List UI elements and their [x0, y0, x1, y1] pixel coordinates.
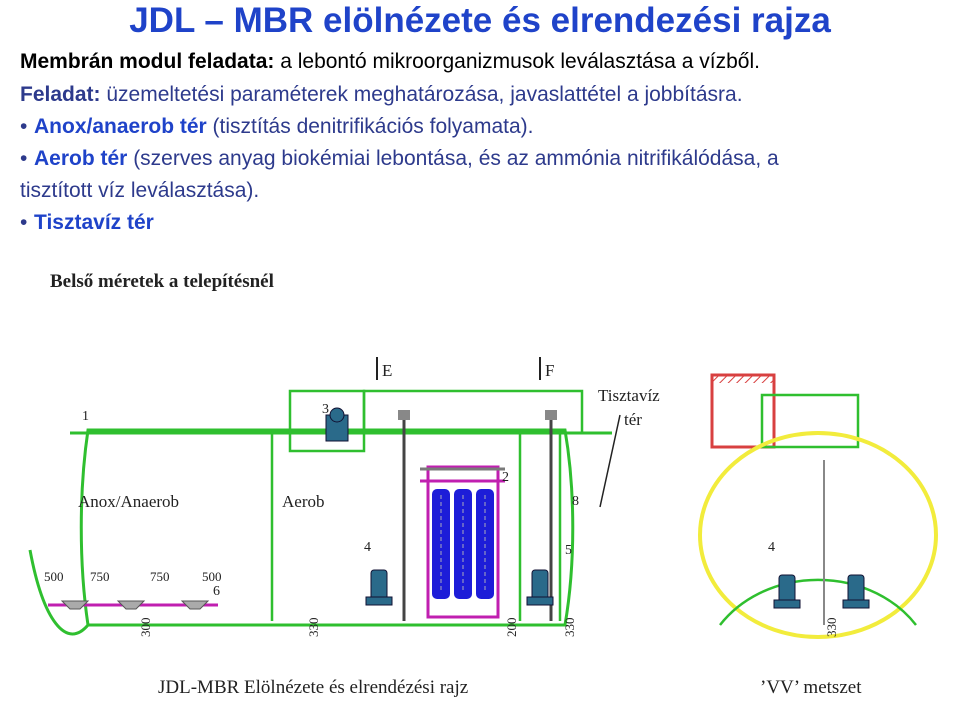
dim-750-first: 750: [90, 569, 110, 584]
section-tower: [710, 373, 776, 449]
num-4-left: 4: [364, 540, 371, 555]
pump-5: [526, 569, 554, 606]
marker-f: F: [545, 361, 554, 380]
section-tower-hatch: [712, 375, 774, 383]
dim-750-second: 750: [150, 569, 170, 584]
membrane-frame: [426, 465, 500, 619]
pump-3: [325, 407, 349, 442]
num-3: 3: [322, 402, 329, 417]
dim-500-left: 500: [44, 569, 64, 584]
task-text: üzemeltetési paraméterek meghatározása, …: [100, 83, 743, 106]
section-outline: [719, 578, 917, 626]
bullet-aerob: • Aerob tér (szerves anyag biokémiai lebo…: [20, 145, 955, 173]
num-5: 5: [565, 543, 572, 558]
membrane-modules: [432, 489, 494, 599]
label-ter: tér: [624, 410, 642, 429]
num-8: 8: [572, 494, 579, 509]
caption-section: ’VV’ metszet: [760, 677, 862, 698]
bullet-mark: •: [20, 115, 28, 138]
aerob-label: Aerob tér: [34, 147, 128, 170]
anox-label: Anox/anaerob tér: [34, 115, 207, 138]
marker-e: E: [382, 361, 392, 380]
label-aerob: Aerob: [282, 492, 324, 511]
bullet-mark: •: [20, 147, 28, 170]
tisztaviz-label: Tisztavíz tér: [34, 211, 154, 234]
diagram-header: Belső méretek a telepítésnél: [50, 271, 274, 292]
top-chamber-right: [362, 389, 584, 435]
task-label: Feladat:: [20, 83, 101, 106]
section-circle: [698, 431, 938, 639]
aerob-text-continued: tisztított víz leválasztása).: [20, 179, 260, 202]
bullet-tisztaviz: • Tisztavíz tér: [20, 209, 955, 237]
diffusers: [60, 600, 210, 610]
section-pumps: [773, 574, 870, 609]
section-frame: [760, 393, 860, 449]
membrane-task-text: a lebontó mikroorganizmusok leválasztása…: [274, 50, 760, 73]
pipe-cap-right: [545, 410, 557, 420]
bullet-anox: • Anox/anaerob tér (tisztítás denitrifiká…: [20, 113, 955, 141]
tisztaviz-leader: [599, 414, 621, 508]
pipe-cap-left: [398, 410, 410, 420]
aerob-text: (szerves anyag biokémiai lebontása, és a…: [127, 147, 779, 170]
dim-200: 200: [504, 618, 519, 638]
label-anox: Anox/Anaerob: [78, 492, 179, 511]
num-1: 1: [82, 409, 89, 424]
label-tisztaviz: Tisztavíz: [598, 386, 660, 405]
caption-main: JDL-MBR Elölnézete és elrendézési rajz: [158, 677, 468, 698]
pump-4-left: [365, 569, 393, 606]
num-2: 2: [502, 470, 509, 485]
page-title: JDL – MBR elölnézete és elrendezési rajz…: [129, 1, 831, 40]
tank-outline: [28, 428, 612, 636]
text-line-membrane-task: Membrán modul feladata: a lebontó mikroo…: [20, 48, 955, 76]
num-4-section: 4: [768, 540, 775, 555]
dim-330-first: 330: [306, 618, 321, 638]
bullet-mark: •: [20, 211, 28, 234]
dim-330-second: 330: [562, 618, 577, 638]
anox-text: (tisztítás denitrifikációs folyamata).: [206, 115, 534, 138]
num-6: 6: [213, 584, 220, 599]
dim-300: 300: [138, 618, 153, 638]
layout-diagram: Belső méretek a telepítésnél E F: [28, 271, 938, 698]
dim-500-right: 500: [202, 569, 222, 584]
dim-330-section: 330: [824, 618, 839, 638]
partitions: [270, 433, 562, 621]
text-line-task: Feladat: üzemeltetési paraméterek meghat…: [20, 81, 955, 109]
membrane-task-label: Membrán modul feladata:: [20, 50, 275, 73]
